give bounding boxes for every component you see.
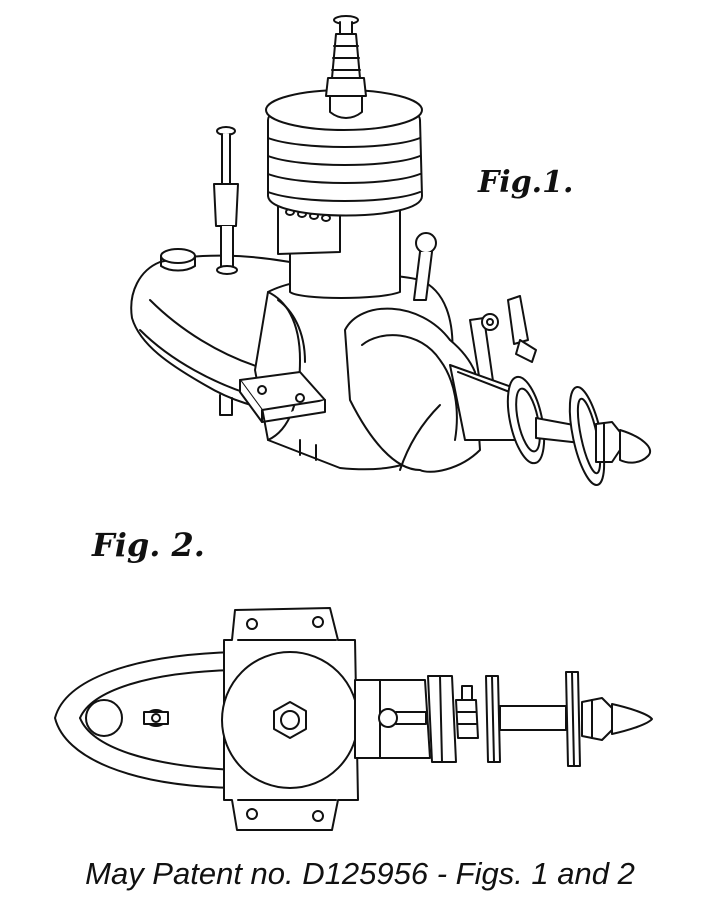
figure-2-engine-top-view bbox=[54, 607, 653, 831]
top-spark-plug-nut bbox=[273, 701, 307, 739]
figure-2-label: Fig. 2. bbox=[91, 526, 205, 564]
mounting-flange bbox=[239, 371, 326, 423]
thrust-washer bbox=[506, 375, 546, 465]
top-needle-valve bbox=[143, 709, 169, 727]
top-thrust-washer bbox=[485, 675, 501, 763]
top-crankshaft bbox=[499, 705, 567, 731]
figure-1-engine-perspective bbox=[130, 15, 651, 486]
filler-cap bbox=[160, 248, 196, 264]
top-timer-ring bbox=[427, 675, 457, 763]
top-filler-cap bbox=[85, 699, 123, 737]
top-fuel-fitting bbox=[455, 685, 479, 739]
top-spinner-nut bbox=[581, 697, 653, 741]
figure-1-label: Fig.1. bbox=[477, 165, 573, 200]
front-housing bbox=[344, 307, 481, 473]
top-intake-knob bbox=[378, 708, 398, 728]
fuel-line-fitting bbox=[507, 295, 537, 363]
patent-caption: May Patent no. D125956 - Figs. 1 and 2 bbox=[85, 856, 635, 891]
spinner-nut bbox=[595, 421, 651, 464]
needle-valve bbox=[213, 126, 239, 275]
spark-plug bbox=[325, 15, 367, 119]
top-prop-washer bbox=[565, 671, 581, 767]
fuel-tank-rim bbox=[149, 299, 263, 369]
